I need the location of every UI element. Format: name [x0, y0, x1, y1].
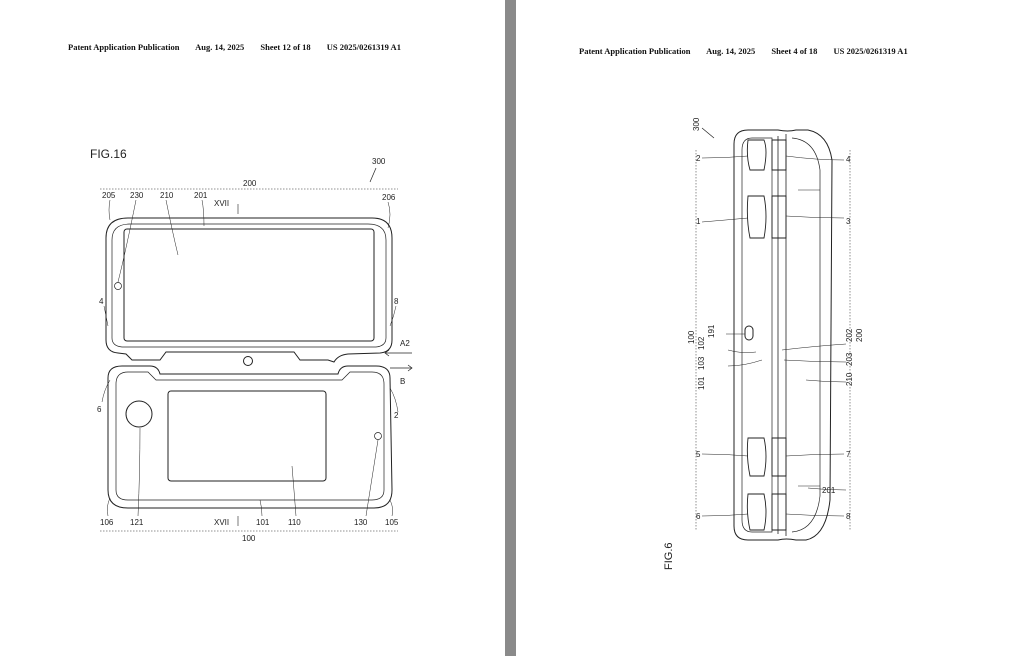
lower-housing-side	[741, 137, 773, 533]
ref-label: 203	[845, 352, 854, 366]
device-side-outline	[733, 129, 833, 541]
button-4	[771, 139, 787, 171]
ref-label: 7	[846, 450, 851, 459]
patent-sheet-right: Patent Application Publication Aug. 14, …	[516, 0, 1024, 656]
ref-label: 201	[194, 191, 208, 200]
lower-housing-inner	[115, 371, 385, 501]
ref-label: 210	[845, 372, 854, 386]
ref-label: B	[400, 377, 405, 386]
ref-label: 230	[130, 191, 144, 200]
slot-191	[744, 325, 754, 341]
ref-label: 4	[846, 155, 851, 164]
ref-label: 106	[100, 518, 114, 527]
button-7	[771, 437, 787, 477]
ref-label: 2	[696, 154, 701, 163]
ref-label: 6	[696, 512, 701, 521]
ref-label: 1	[696, 217, 701, 226]
ref-label: 101	[256, 518, 270, 527]
ref-label: 103	[697, 356, 706, 370]
upper-housing-inner	[111, 223, 387, 348]
analog-stick-121	[125, 400, 153, 428]
section-marker: XVII	[214, 199, 229, 208]
button-5	[746, 437, 767, 477]
patent-sheet-left: Patent Application Publication Aug. 14, …	[0, 0, 505, 656]
ref-label: 2	[394, 411, 399, 420]
ref-label: 205	[102, 191, 116, 200]
figure-label: FIG.6	[663, 542, 675, 570]
figure-label: FIG.16	[90, 147, 127, 161]
sensor-230	[114, 282, 122, 290]
lower-housing-outline	[107, 365, 393, 509]
ref-label: 206	[382, 193, 396, 202]
ref-label: 200	[243, 179, 257, 188]
ref-label: 101	[697, 376, 706, 390]
page-header: Patent Application Publication Aug. 14, …	[579, 46, 922, 56]
ref-label: 121	[130, 518, 144, 527]
patent-number: US 2025/0261319 A1	[833, 46, 908, 56]
ref-label: 201	[822, 486, 836, 495]
ref-label: 8	[394, 297, 399, 306]
button-8	[771, 493, 787, 531]
ref-label: A2	[400, 339, 410, 348]
sheet-number: Sheet 12 of 18	[260, 42, 311, 52]
ref-label: 3	[846, 217, 851, 226]
upper-housing-side	[791, 137, 821, 533]
section-marker: XVII	[214, 518, 229, 527]
ref-label: 191	[707, 324, 716, 338]
publication-date: Aug. 14, 2025	[195, 42, 245, 52]
upper-display-screen	[123, 228, 375, 342]
button-6	[746, 493, 767, 531]
ref-label: 6	[97, 405, 102, 414]
publication-title: Patent Application Publication	[68, 42, 180, 52]
button-130	[374, 432, 382, 440]
ref-label: 102	[697, 336, 706, 350]
button-1	[746, 195, 767, 239]
ref-label: 100	[687, 330, 696, 344]
ref-label: 5	[696, 450, 701, 459]
page-header: Patent Application Publication Aug. 14, …	[68, 42, 415, 52]
lower-display-screen	[167, 390, 327, 482]
ref-label: 105	[385, 518, 399, 527]
ref-label: 300	[692, 117, 701, 131]
arrow-300	[369, 167, 377, 183]
figure-6-drawing: 300 2 4 1 3 100 191 102 103 101 202 200 …	[663, 117, 864, 570]
button-3	[771, 195, 787, 239]
upper-housing-outline	[105, 217, 393, 363]
button-2	[746, 139, 767, 171]
ref-label: 100	[242, 534, 256, 543]
ref-label: 110	[288, 518, 301, 527]
figure-16-drawing: FIG.16 300 200 205 230 210 201 206 XVII …	[90, 147, 413, 543]
patent-number: US 2025/0261319 A1	[326, 42, 401, 52]
ref-label: 8	[846, 512, 851, 521]
ref-label: 200	[855, 328, 864, 342]
ref-label: 300	[372, 157, 386, 166]
ref-label: 202	[845, 328, 854, 342]
ref-label: 210	[160, 191, 174, 200]
ref-label: 130	[354, 518, 368, 527]
ref-label: 4	[99, 297, 104, 306]
publication-title: Patent Application Publication	[579, 46, 691, 56]
camera-circle	[243, 356, 253, 366]
publication-date: Aug. 14, 2025	[706, 46, 756, 56]
sheet-number: Sheet 4 of 18	[771, 46, 818, 56]
